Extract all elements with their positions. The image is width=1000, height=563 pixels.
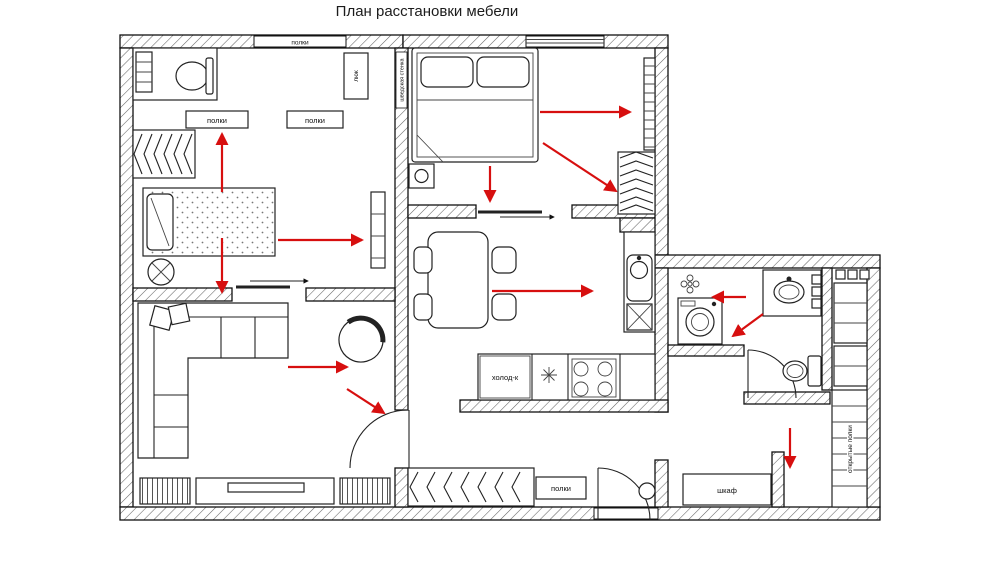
dining-table <box>427 231 489 329</box>
shelf-cube <box>835 269 846 280</box>
label-fridge: холод-к <box>492 373 519 382</box>
hall-wardrobe-hangers <box>407 467 535 507</box>
open-shelves <box>831 389 868 508</box>
label-open-shelves: открытые полки <box>847 425 854 473</box>
shelf-niche <box>253 35 347 48</box>
shelf-cube <box>847 269 858 280</box>
chair <box>491 293 517 321</box>
shelf-cube <box>811 274 822 285</box>
chair <box>413 246 433 274</box>
move-arrow-9 <box>346 388 386 415</box>
hatch-box <box>343 52 369 100</box>
labels: полки полки полки люк шведская стенка хо… <box>207 40 855 496</box>
office-chair-back <box>205 57 214 95</box>
wall-openings <box>253 35 659 520</box>
walls <box>119 34 881 521</box>
lamp <box>414 168 429 184</box>
label-shelves-right: полки <box>305 116 325 125</box>
faucet <box>786 276 792 282</box>
shelf-box-right <box>286 110 344 129</box>
chair <box>491 246 517 274</box>
room-living <box>137 302 410 505</box>
shelf-cube <box>811 286 822 297</box>
label-wall-bars: шведская стенка <box>400 57 406 101</box>
label-hatch: люк <box>353 70 360 82</box>
nightstand <box>408 163 435 189</box>
living-door-arc <box>349 409 409 469</box>
fridge <box>479 355 531 399</box>
move-arrow-5 <box>542 142 618 193</box>
sink-basin <box>629 260 649 280</box>
plant-icon <box>680 274 700 294</box>
shelf-unit-right <box>339 477 391 505</box>
armchair <box>338 315 386 363</box>
bath-cabinet <box>833 282 868 344</box>
sofa-pillow <box>167 302 191 326</box>
corner-sofa <box>137 302 289 459</box>
shelf-cube <box>811 298 822 309</box>
entrance-opening <box>593 507 659 520</box>
toilet-bowl <box>782 360 808 382</box>
faucet <box>636 255 642 261</box>
label-hall-shelves: полки <box>551 484 571 493</box>
arrows-layer <box>215 105 797 469</box>
stove <box>571 358 617 398</box>
wc-door-arc <box>747 349 797 399</box>
bathroom-sink <box>773 280 805 304</box>
shelf-cube <box>859 269 870 280</box>
kitchen-counter-bottom <box>477 353 656 401</box>
label-shelves-niche: полки <box>291 40 309 47</box>
radiator <box>643 57 656 151</box>
room-kitchen <box>413 231 656 401</box>
tv <box>227 482 305 493</box>
page-title: План расстановки мебели <box>336 3 519 20</box>
wall-bars-niche <box>395 51 408 109</box>
move-arrow-11 <box>731 313 764 338</box>
entrance-door-arc <box>597 467 651 521</box>
room-bedroom <box>408 47 656 220</box>
room-kids <box>132 47 386 289</box>
bed-pillow <box>476 56 530 88</box>
wardrobe-box <box>682 473 772 506</box>
shelf-unit-left <box>139 477 191 505</box>
hall-shelves-box <box>535 476 587 500</box>
office-chair <box>175 61 209 91</box>
hallway <box>407 467 656 521</box>
toilet-tank <box>807 355 822 387</box>
entrance-knob <box>638 482 656 500</box>
chair <box>413 293 433 321</box>
label-wardrobe: шкаф <box>717 486 737 495</box>
shelf-box-left <box>185 110 249 129</box>
tall-cabinet <box>370 191 386 269</box>
bedroom-window <box>525 35 605 48</box>
bed-pillow <box>420 56 474 88</box>
label-shelves-left: полки <box>207 116 227 125</box>
bathroom-wing <box>677 269 870 508</box>
sink-symbol <box>541 367 557 383</box>
